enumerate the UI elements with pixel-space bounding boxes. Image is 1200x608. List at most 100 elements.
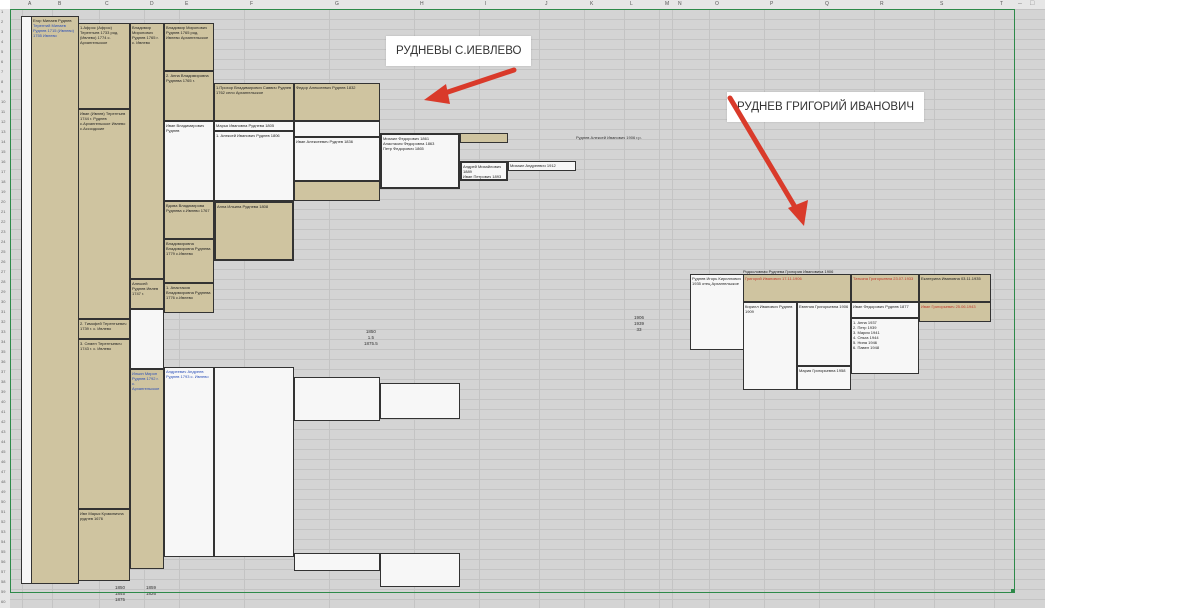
row-header[interactable]: 56 [1,559,6,564]
row-header[interactable]: 57 [1,569,6,574]
row-header[interactable]: 22 [1,219,6,224]
cell-f-row2[interactable]: Марья Ивановна Руднева 1805 [214,121,294,131]
column-header-q[interactable]: Q [825,1,829,7]
row-header[interactable]: 23 [1,229,6,234]
row-header[interactable]: 55 [1,549,6,554]
row-header[interactable]: 52 [1,519,6,524]
cell-afros[interactable]: 1.Афрос (Афрос) Терентьев 1733 род. (Ивл… [78,23,130,109]
column-header-g[interactable]: G [335,1,339,7]
right-bottom[interactable]: Мария Григорьевна 1958 [797,366,851,390]
row-header[interactable]: 8 [1,79,4,84]
column-header-o[interactable]: O [715,1,719,7]
column-header-b[interactable]: B [58,1,62,7]
row-header[interactable]: 60 [1,599,6,604]
column-header-k[interactable]: K [590,1,594,7]
row-header[interactable]: 6 [1,59,4,64]
column-header-a[interactable]: A [28,1,32,7]
cell-vdova[interactable]: Вдова Владимирова Руднева с.Ивлево 1767 [164,201,214,239]
right-kids[interactable]: 1. Анна 1937 2. Петр 1939 3. Мария 1941 … [851,318,919,374]
cell-h-lower[interactable] [380,383,460,419]
right-c1[interactable]: Григорий Иванович 17.11.1906 [743,274,851,302]
row-header[interactable]: 53 [1,529,6,534]
row-header[interactable]: 26 [1,259,6,264]
column-header-r[interactable]: R [880,1,884,7]
cell-f-top[interactable]: 1.Прохор Владимирович Саввич Руднев 1762… [214,83,294,121]
row-header[interactable]: 33 [1,329,6,334]
right-c6[interactable]: Иван Федорович Руднев 1877 [851,302,919,318]
row-header[interactable]: 36 [1,359,6,364]
row-header[interactable]: 20 [1,199,6,204]
cell-f-row3[interactable]: 1. Алексей Иванович Руднев 1806 [214,131,294,201]
cell-h-group[interactable]: Михаил Федорович 1861 Анастасия Федоровн… [380,133,460,189]
row-header[interactable]: 11 [1,109,6,114]
row-header[interactable]: 46 [1,459,6,464]
row-header[interactable]: 15 [1,149,6,154]
row-header[interactable]: 4 [1,39,4,44]
right-root[interactable]: Руднев Игорь Кириллович 1935 отец Арханг… [690,274,744,350]
cell-aleksey-d[interactable]: Алексей Руднев Ивлев 1747 г. [130,279,164,309]
column-header-d[interactable]: D [150,1,154,7]
cell-g-top[interactable]: Федор Алексеевич Руднев 1832 [294,83,380,121]
row-header[interactable]: 3 [1,29,4,34]
cell-d-empty1[interactable] [130,309,164,369]
right-c3[interactable]: Екатерина Ивановна 03.11.1935 [919,274,991,302]
cell-g-lower[interactable] [294,377,380,421]
row-header[interactable]: 9 [1,89,4,94]
row-header[interactable]: 59 [1,589,6,594]
cell-anna-e[interactable]: 2. Анна Владимировна Руднева 1765 г. [164,71,214,121]
cell-f-row4[interactable]: Анна Ильина Руднева 1808 [214,201,294,261]
right-c4[interactable]: Кирилл Иванович Руднев 1909 [743,302,797,390]
row-header[interactable]: 51 [1,509,6,514]
column-header-m[interactable]: M [665,1,670,7]
row-header[interactable]: 18 [1,179,6,184]
right-c7[interactable]: Иван Григорьевич 25.06.1943 [919,302,991,322]
column-header-p[interactable]: P [770,1,774,7]
row-header[interactable]: 37 [1,369,6,374]
row-header[interactable]: 39 [1,389,6,394]
row-header[interactable]: 13 [1,129,6,134]
row-header[interactable]: 14 [1,139,6,144]
row-header[interactable]: 40 [1,399,6,404]
row-header[interactable]: 58 [1,579,6,584]
cell-g-row2[interactable] [294,121,380,137]
cell-e-lower[interactable]: Андреевич Андреев Руднев 1793 с. Ивлево [164,367,214,557]
cell-i-group[interactable]: Андрей Михайлович 1889 Иван Петрович 189… [460,161,508,181]
row-header[interactable]: 43 [1,429,6,434]
minimize-icon[interactable]: – [1018,0,1022,7]
column-header-c[interactable]: C [105,1,109,7]
row-header[interactable]: 24 [1,239,6,244]
cell-ivan[interactable]: Иван (Ивлев) Терентьев 1744 г. Руднев с.… [78,109,130,319]
row-header[interactable]: 16 [1,159,6,164]
row-header[interactable]: 17 [1,169,6,174]
column-header-f[interactable]: F [250,1,254,7]
row-header[interactable]: 50 [1,499,6,504]
column-header-e[interactable]: E [185,1,189,7]
cell-g-row3[interactable]: Иван Алексеевич Руднев 1836 [294,137,380,181]
column-header-i[interactable]: I [485,1,487,7]
row-header[interactable]: 32 [1,319,6,324]
cell-e-empty[interactable]: Иван Владимирович Руднев [164,121,214,201]
row-header[interactable]: 21 [1,209,6,214]
cell-j[interactable]: Михаил Андреевич 1912 [508,161,576,171]
column-header-h[interactable]: H [420,1,424,7]
row-header[interactable]: 12 [1,119,6,124]
cell-vladimir[interactable]: Владимир Миронович Руднев 1765 г. с. Ивл… [130,23,164,279]
row-header[interactable]: 41 [1,409,6,414]
row-header[interactable]: 54 [1,539,6,544]
row-header[interactable]: 2 [1,19,4,24]
cell-prokhor[interactable]: Владимир Миронович Руднев 1765 род. Ивле… [164,23,214,71]
row-header[interactable]: 19 [1,189,6,194]
row-header[interactable]: 5 [1,49,4,54]
cell-h-bottom[interactable] [380,553,460,587]
cell-d-lower[interactable]: Ильин Мирон Руднев 1792 г. с. Архангельс… [130,369,164,569]
row-header[interactable]: 38 [1,379,6,384]
row-header[interactable]: 25 [1,249,6,254]
row-header[interactable]: 48 [1,479,6,484]
row-header[interactable]: 45 [1,449,6,454]
cell-anastasia[interactable]: 1. Анастасия Владимировна Руднева 1776 с… [164,283,214,313]
row-header[interactable]: 35 [1,349,6,354]
right-c5[interactable]: Евгения Григорьевна 1906 [797,302,851,366]
cell-vladimirovna[interactable]: Владимировна Владимировна Руднева 1779 с… [164,239,214,283]
row-header[interactable]: 34 [1,339,6,344]
column-header-t[interactable]: T [1000,1,1004,7]
